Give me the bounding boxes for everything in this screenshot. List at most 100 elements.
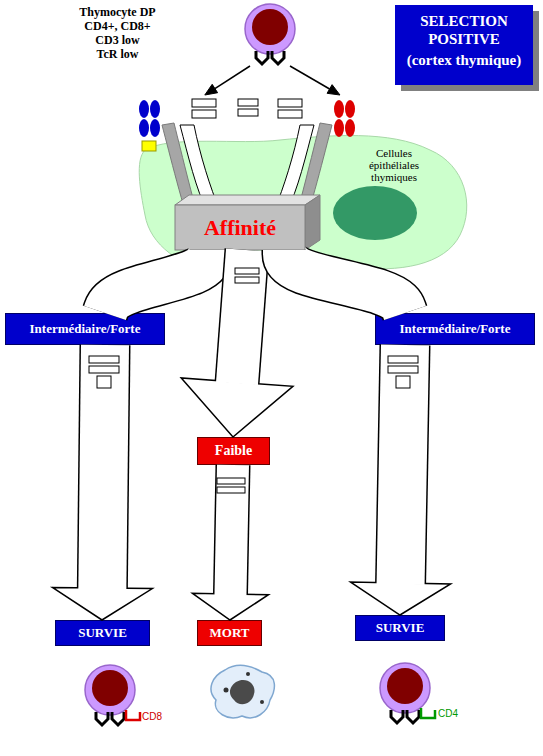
node-text: CD4 xyxy=(438,708,458,719)
receptor-bar xyxy=(388,366,418,373)
coreceptor-symbol xyxy=(421,708,435,718)
node-text: Affinité xyxy=(175,205,305,250)
receptor-bar xyxy=(388,356,418,363)
tcr-symbol xyxy=(256,51,284,64)
arrow-head xyxy=(327,85,340,95)
receptor-bar xyxy=(396,376,410,388)
node-text: CD4+, CD8+ xyxy=(70,19,165,34)
node-text: CD8 xyxy=(142,711,162,722)
epithelial-cell-node: Cellules épithéliales thymiquesAffinité xyxy=(130,95,470,280)
arrow-outline xyxy=(231,465,233,594)
epithelial-cell xyxy=(130,95,470,280)
arrow-fill xyxy=(102,345,105,590)
receptor-bar xyxy=(217,487,245,493)
apoptotic-membrane xyxy=(211,665,274,718)
thymocyte-node: Thymocyte DPCD4+, CD8+CD3 lowTcR low xyxy=(70,3,310,66)
arrow-outline xyxy=(105,250,210,313)
apoptotic-body xyxy=(260,700,264,704)
receptor-bar xyxy=(192,110,216,118)
arrow-outline xyxy=(237,250,247,382)
receptor-bar xyxy=(235,277,259,283)
arrow-fill xyxy=(105,250,210,313)
connector-arrow xyxy=(181,250,293,437)
cd4-domain xyxy=(345,100,355,118)
apoptotic-cell xyxy=(211,665,274,718)
arrow-fill xyxy=(237,250,247,384)
cd8-domain xyxy=(139,119,149,137)
affinity-level-box: Intermédiaire/Forte xyxy=(5,313,165,345)
arrow-head xyxy=(351,582,451,615)
cd8-t-cell: CD8 xyxy=(60,662,170,752)
arrow-fill xyxy=(285,250,405,313)
title-box: SELECTION POSITIVE (cortex thymique) xyxy=(395,5,533,85)
block-front xyxy=(175,205,305,250)
receptor-bar xyxy=(238,99,258,106)
connector-arrow xyxy=(105,250,210,313)
cd4-domain xyxy=(334,100,344,118)
connector-line xyxy=(290,66,330,89)
connector-arrow xyxy=(205,66,250,95)
node-text: Intermédiaire/Forte xyxy=(376,314,534,344)
node-text: (cortex thymique) xyxy=(395,51,533,69)
apoptotic-body xyxy=(224,688,229,693)
block-side xyxy=(305,195,320,250)
arrow-head xyxy=(205,84,218,95)
tcr-symbol xyxy=(391,710,419,723)
arrow-outline xyxy=(285,250,405,313)
affinity-level-box: Intermédiaire/Forte xyxy=(375,313,535,345)
cell-membrane xyxy=(85,665,135,715)
receptor-bar xyxy=(89,356,119,363)
affinity-box: Affinité xyxy=(175,195,320,250)
arrow-fill xyxy=(230,465,233,596)
receptor-bar xyxy=(97,376,111,388)
cd8-domain xyxy=(139,100,149,118)
affinity-level-box: Faible xyxy=(197,437,270,465)
fragmented-nucleus xyxy=(230,680,255,704)
connector-arrow xyxy=(193,465,269,620)
cd4-t-cell: CD4 xyxy=(360,662,480,752)
outcome-box: MORT xyxy=(197,620,262,646)
arrow-head xyxy=(181,378,293,437)
cell-nucleus xyxy=(333,186,417,240)
connector-arrow xyxy=(290,66,340,95)
cd4-domain xyxy=(334,119,344,137)
t-cell xyxy=(360,662,480,752)
receptor-bar xyxy=(278,110,302,118)
outcome-box: SURVIE xyxy=(355,615,445,641)
node-text: SURVIE xyxy=(56,621,149,645)
connector-line xyxy=(215,66,250,89)
arrow-outline xyxy=(102,345,105,588)
receptor-bar xyxy=(192,99,216,107)
arrow-fill xyxy=(401,345,405,585)
node-text: Intermédiaire/Forte xyxy=(6,314,164,344)
connector-arrow xyxy=(52,345,152,620)
receptor-bar xyxy=(238,109,258,116)
anchor-block xyxy=(142,141,156,151)
cd8-domain xyxy=(150,119,160,137)
arrow-head xyxy=(52,587,152,620)
coreceptor-symbol xyxy=(126,710,140,720)
block-top xyxy=(175,195,320,205)
cell-nucleus xyxy=(252,9,288,45)
cell-nucleus xyxy=(92,670,128,706)
node-text: MORT xyxy=(198,621,261,645)
apoptotic-body xyxy=(246,672,250,676)
cell-nucleus xyxy=(387,668,423,704)
receptor-bar xyxy=(217,478,245,484)
receptor-bar xyxy=(89,366,119,373)
tcr-symbol xyxy=(96,712,124,725)
arrow-head xyxy=(193,593,269,620)
connector-arrow xyxy=(285,250,405,313)
node-text: Cellules épithéliales thymiques xyxy=(362,147,426,183)
node-text: Faible xyxy=(198,438,269,464)
receptor-bar xyxy=(278,99,302,107)
cell-membrane xyxy=(245,4,295,54)
outcome-box: SURVIE xyxy=(55,620,150,646)
cd4-domain xyxy=(345,119,355,137)
node-text: CD3 low xyxy=(70,33,165,48)
arrow-outline xyxy=(401,345,405,583)
t-cell xyxy=(60,662,170,752)
cd8-domain xyxy=(150,100,160,118)
node-text: SELECTION POSITIVE xyxy=(395,12,533,48)
